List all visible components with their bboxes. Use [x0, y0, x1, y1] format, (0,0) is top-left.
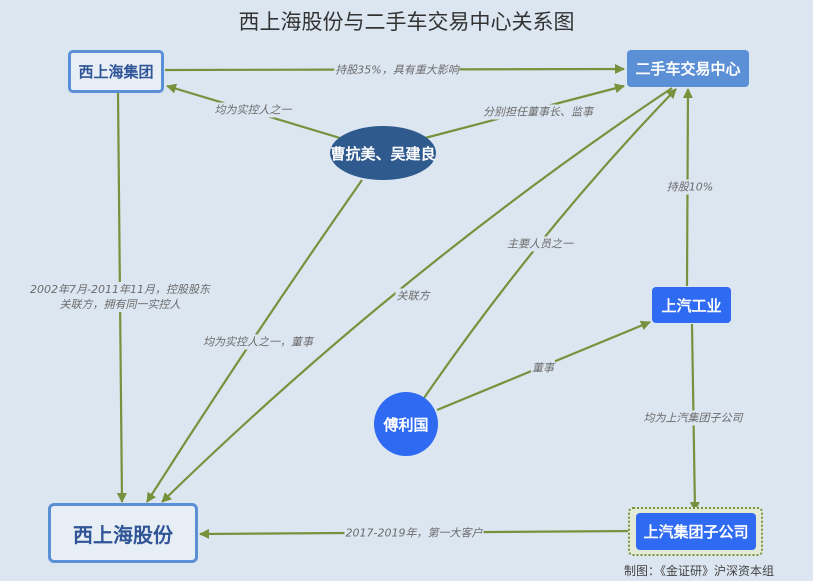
edge-center-to-shares: [161, 87, 673, 503]
edge-label: 持股10%: [665, 179, 715, 195]
edge-label: 均为实控人之一: [213, 102, 293, 118]
edge-label: 均为上汽集团子公司: [642, 410, 744, 426]
edge-label: 2017-2019年，第一大客户: [344, 525, 484, 541]
edge-label: 董事: [531, 360, 555, 376]
edge-label: 分别担任董事长、监事: [482, 104, 594, 120]
edge-label-line: 关联方，拥有同一实控人: [59, 298, 181, 311]
edge-label: 主要人员之一: [506, 236, 574, 252]
edge-label: 2002年7月-2011年11月，控股股东 关联方，拥有同一实控人: [29, 282, 211, 312]
node-fu-liguo-shape: [374, 392, 438, 456]
node-used-car-center[interactable]: 二手车交易中心: [627, 50, 749, 87]
edge-label: 持股35%，具有重大影响: [334, 62, 460, 78]
node-cao-wu-shape: [330, 126, 436, 180]
diagram-title: 西上海股份与二手车交易中心关系图: [238, 10, 575, 34]
edge-label: 关联方: [395, 288, 431, 304]
footnote: 制图：《金证研》沪深资本组: [624, 564, 775, 578]
node-fu-liguo[interactable]: 傅利国: [383, 415, 429, 434]
node-saic-subsidiary[interactable]: 上汽集团子公司: [636, 513, 756, 550]
edge-label-line: 2002年7月-2011年11月，控股股东: [30, 283, 210, 296]
node-saic-industry[interactable]: 上汽工业: [652, 287, 731, 323]
node-xsh-shares[interactable]: 西上海股份: [48, 503, 198, 563]
node-xsh-group[interactable]: 西上海集团: [68, 50, 164, 93]
edge-label: 均为实控人之一，董事: [202, 334, 314, 350]
node-cao-wu[interactable]: 曹抗美、吴建良: [330, 144, 436, 163]
